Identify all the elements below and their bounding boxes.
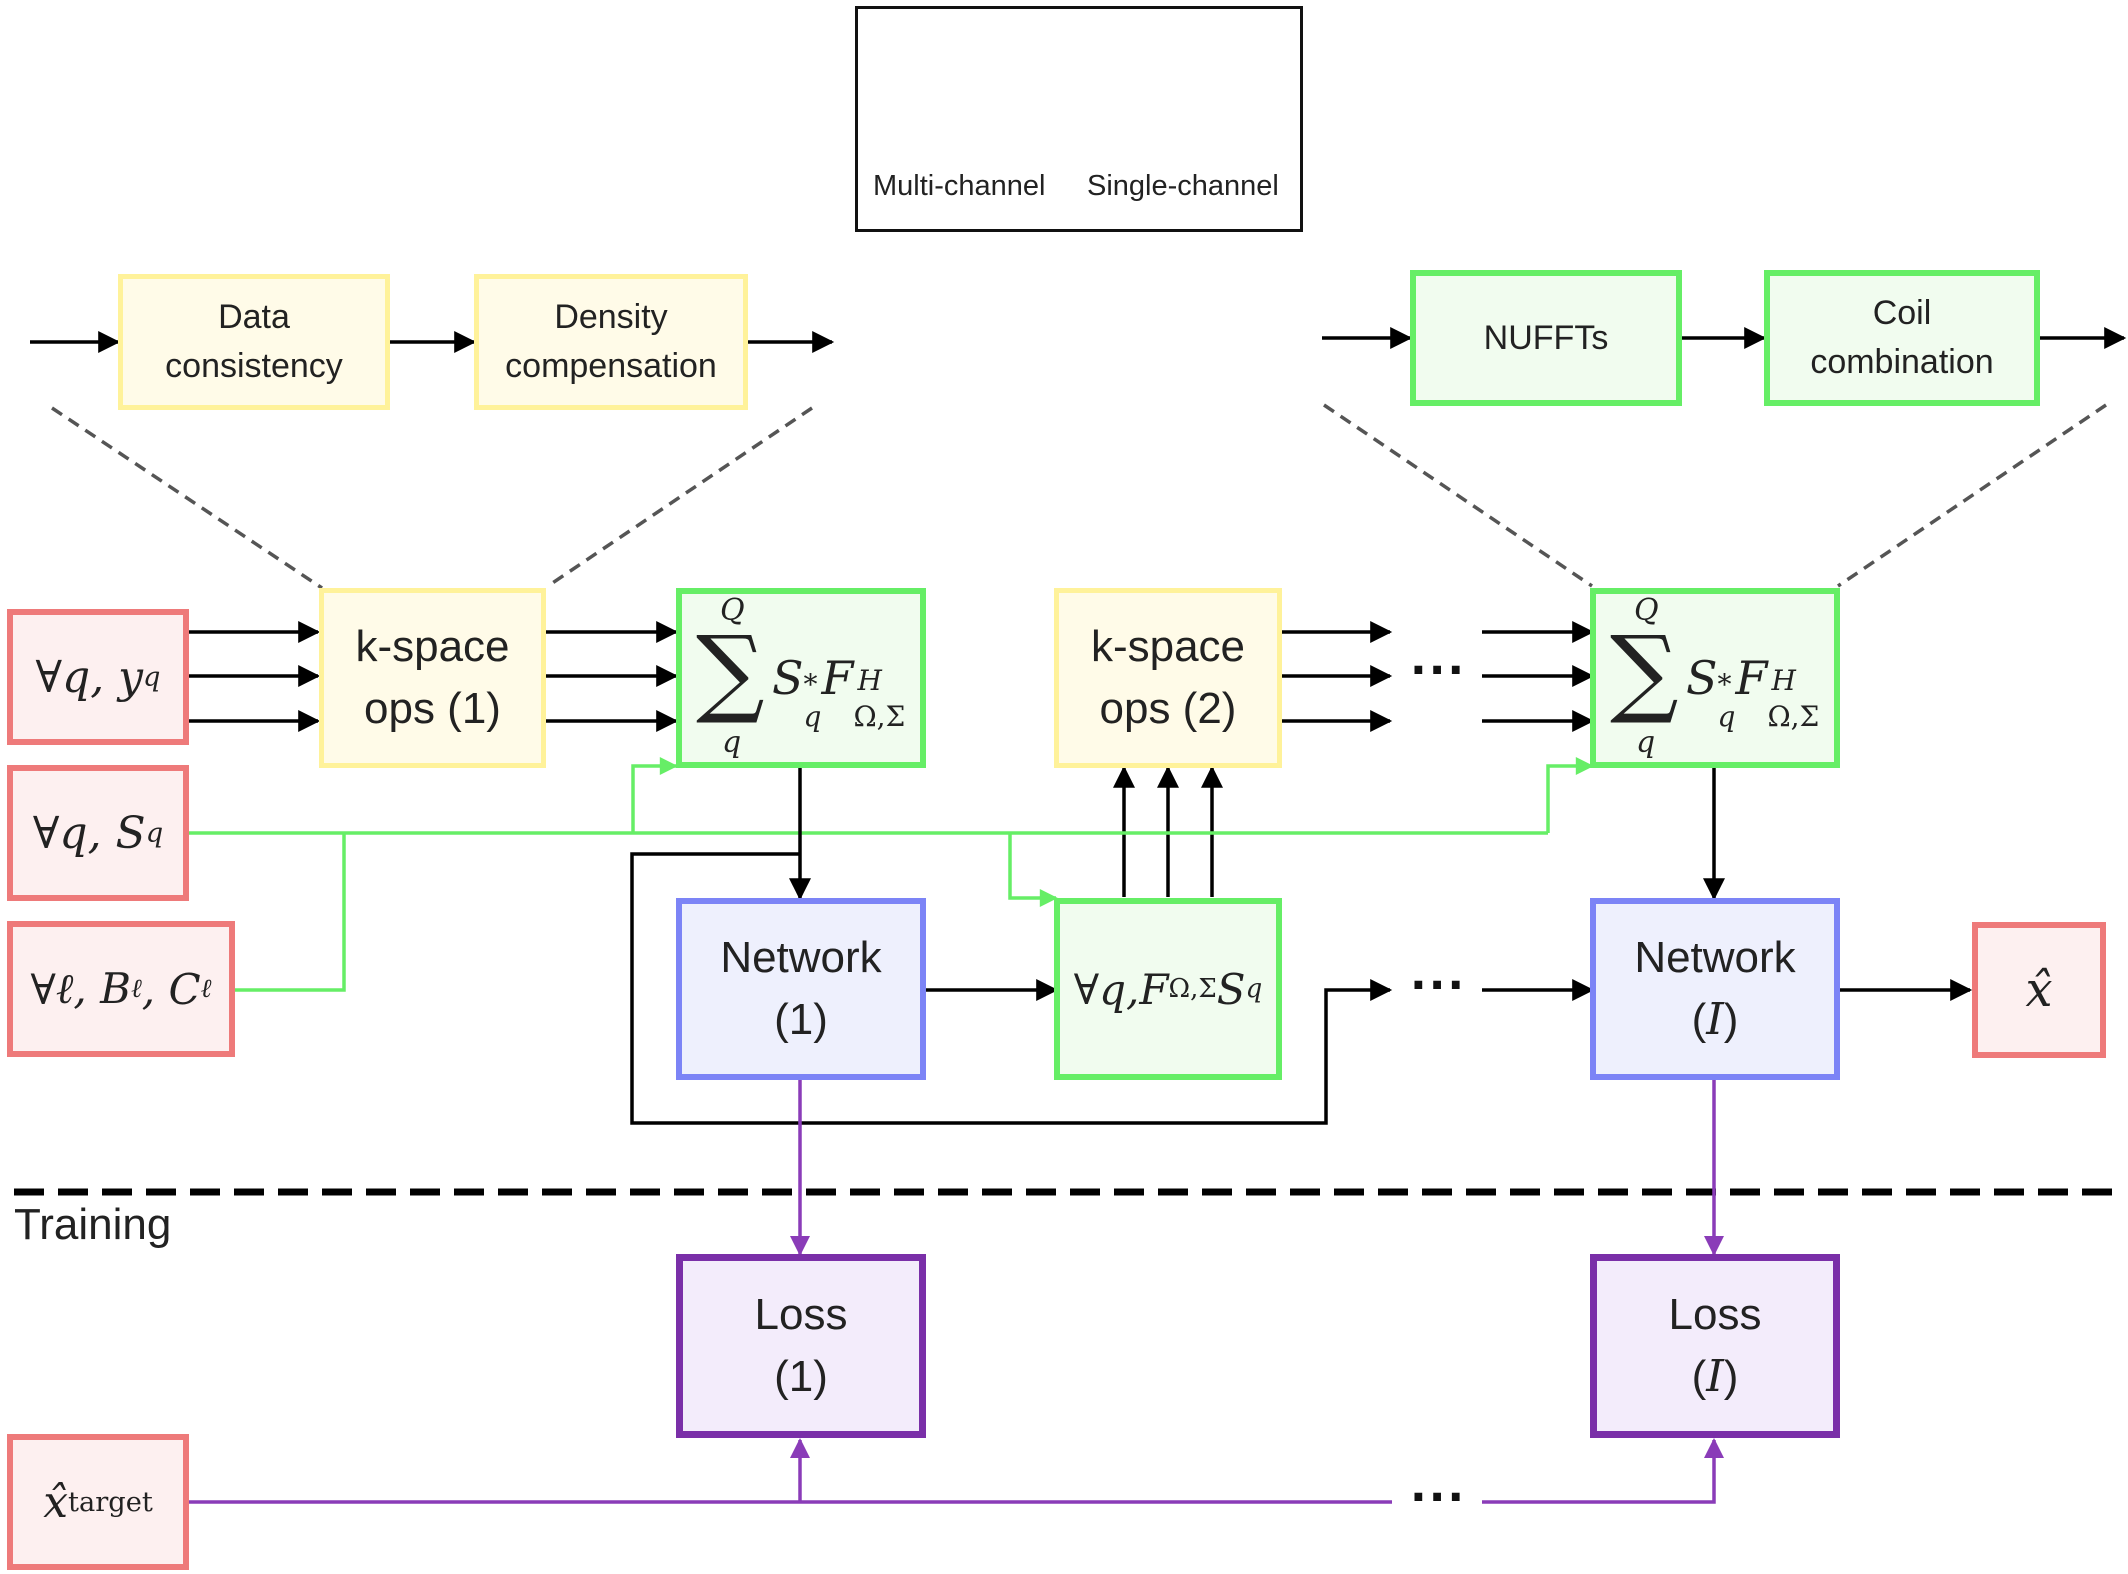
ellipsis-bottom: ··· <box>1410 1472 1467 1523</box>
adjoint-s: S <box>772 651 804 705</box>
input-yq-var: q, y <box>62 651 144 703</box>
sum-upper-limit: Q <box>1634 593 1659 628</box>
arrows-ellipsis-to-adjointI <box>1482 621 1595 732</box>
adjoint-s-sub: q <box>803 700 822 733</box>
loss-I-open: ( <box>1691 1352 1707 1401</box>
target-sub: target <box>68 1486 153 1518</box>
input-sq-sub: q <box>145 817 164 849</box>
legend <box>855 6 1303 232</box>
input-bc-sub1: ℓ <box>130 974 142 1004</box>
network-I-box: Network (I) <box>1590 898 1840 1080</box>
adjoint-s-sup: * <box>803 668 818 701</box>
coil-combination-box: Coil combination <box>1764 270 2040 406</box>
forall-symbol: ∀ <box>32 807 60 859</box>
input-bc-mid: , C <box>141 964 201 1014</box>
arrows-kspace1-to-adjoint1 <box>544 621 679 732</box>
sum-lower-limit: q <box>1636 725 1656 760</box>
adjoint-s-sup: * <box>1717 668 1732 701</box>
output-box: x̂ <box>1972 922 2106 1058</box>
nuffts-box: NUFFTs <box>1410 270 1682 406</box>
loss-I-close: ) <box>1723 1352 1739 1401</box>
loss-I-index: I <box>1706 1351 1724 1402</box>
adjoint-f: F <box>821 651 854 705</box>
forall-symbol: ∀ <box>30 964 56 1014</box>
loss-I-label: Loss <box>1668 1290 1762 1340</box>
ellipsis-middle: ··· <box>1410 960 1467 1011</box>
input-bc-var: ℓ, B <box>55 964 131 1013</box>
sum-lower-limit: q <box>722 725 742 760</box>
kspace-ops-1-box: k-space ops (1) <box>319 588 546 768</box>
network-I-label: Network <box>1634 933 1796 983</box>
skip-connection <box>630 852 1393 1125</box>
loss-1-box: Loss (1) <box>676 1254 926 1438</box>
zoom-guide-lines <box>51 403 2107 590</box>
adjoint-f-sup: H <box>1771 664 1796 697</box>
input-sq-var: q, S <box>59 807 146 859</box>
forward-s-sub: q <box>1245 974 1263 1004</box>
forall-symbol: ∀ <box>35 651 63 703</box>
forall-symbol: ∀ <box>1073 964 1100 1014</box>
target-box: x̂target <box>7 1434 189 1570</box>
data-consistency-box: Data consistency <box>118 274 390 410</box>
sum-upper-limit: Q <box>720 593 745 628</box>
legend-multi-label: Multi-channel <box>873 170 1046 202</box>
adjoint-f-sub: Ω,Σ <box>853 700 906 733</box>
adjoint-f: F <box>1735 651 1768 705</box>
target-var: x̂ <box>43 1476 69 1528</box>
loss-I-box: Loss (I) <box>1590 1254 1840 1438</box>
forward-s: S <box>1216 964 1246 1014</box>
forward-f-sub: Ω,Σ <box>1168 974 1217 1004</box>
adjoint-f-sub: Ω,Σ <box>1767 700 1820 733</box>
kspace-ops-2-box: k-space ops (2) <box>1054 588 1282 768</box>
arrows-kspace2-to-ellipsis <box>1280 621 1393 732</box>
density-compensation-box: Density compensation <box>474 274 748 410</box>
network-1-box: Network (1) <box>676 898 926 1080</box>
adjoint-f-sup: H <box>857 664 882 697</box>
network-I-open: ( <box>1691 995 1707 1044</box>
arrows-yq-to-kspace1 <box>186 621 321 732</box>
forward-f: F <box>1139 964 1169 1014</box>
sum-icon: ∑ <box>696 615 765 727</box>
adjoint-s-sub: q <box>1717 700 1736 733</box>
network-I-close: ) <box>1723 995 1739 1044</box>
legend-single-label: Single-channel <box>1087 170 1279 202</box>
sensitivity-lines <box>186 757 1594 992</box>
loss-lines <box>186 1080 1724 1504</box>
forward-q: q, <box>1099 964 1140 1014</box>
network-I-index: I <box>1706 994 1724 1045</box>
input-bc-sub2: ℓ <box>200 974 212 1004</box>
input-yq-sub: q <box>143 661 161 693</box>
ellipsis-top: ··· <box>1410 645 1467 696</box>
sum-icon: ∑ <box>1610 615 1679 727</box>
adjoint-s: S <box>1686 651 1718 705</box>
training-label: Training <box>14 1200 172 1249</box>
